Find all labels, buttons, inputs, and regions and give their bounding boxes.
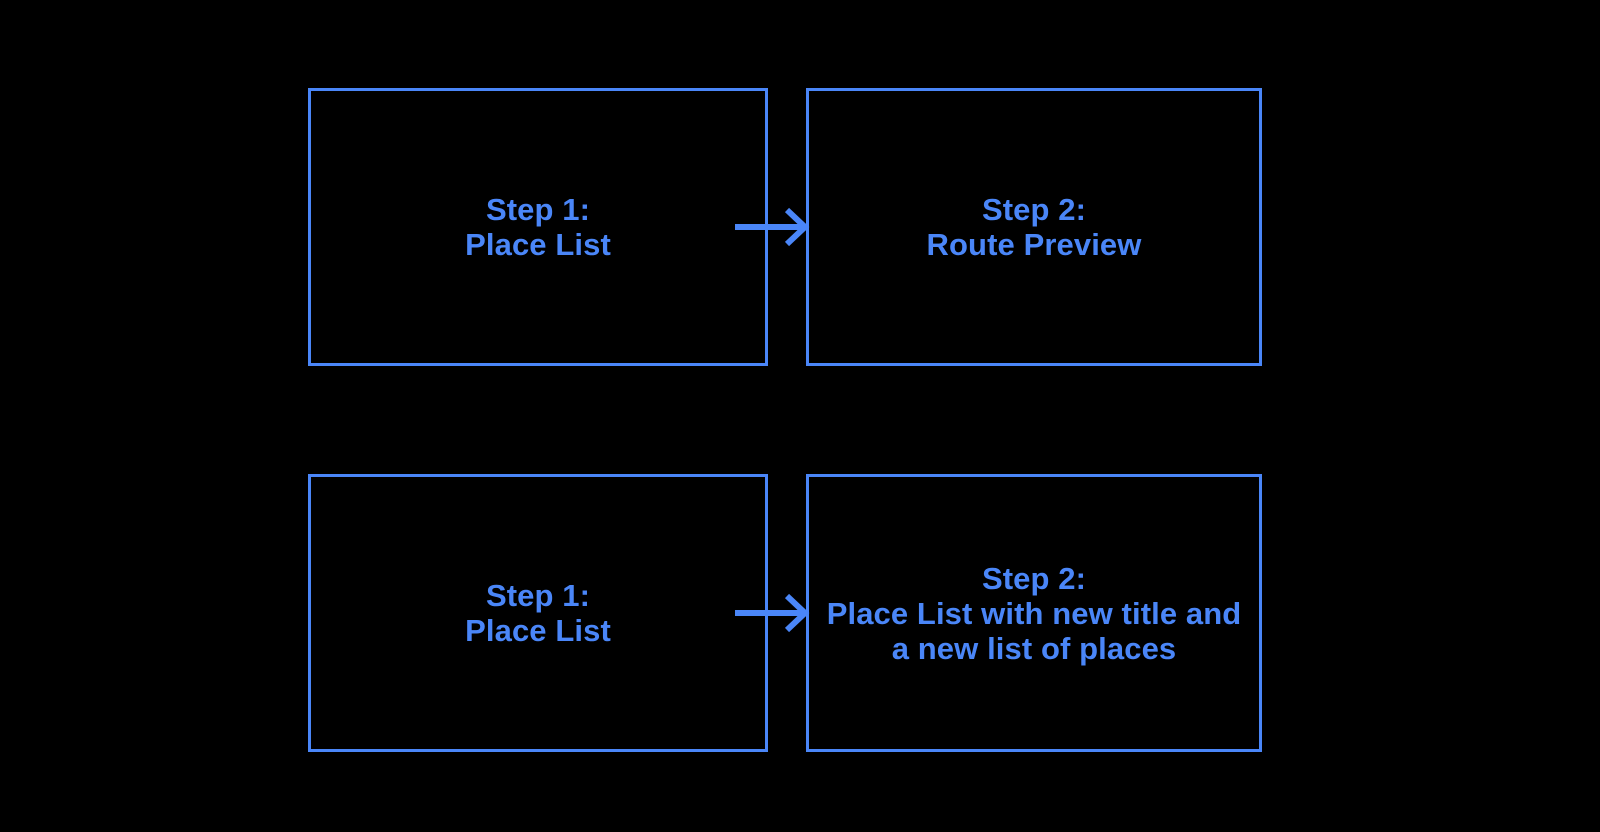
step-box-row2-step2-label: Step 2: Place List with new title and a … [826,560,1242,666]
arrow-right-icon [735,586,810,640]
step-box-row1-step2[interactable]: Step 2: Route Preview [806,88,1262,366]
flow-row-new-place-list: Step 1: Place List Step 2: Place List wi… [0,474,1600,752]
step-box-row2-step1[interactable]: Step 1: Place List [308,474,768,752]
step-box-row1-step1-label: Step 1: Place List [465,192,611,262]
arrow-right-icon [735,200,810,254]
step-box-row1-step1[interactable]: Step 1: Place List [308,88,768,366]
step-box-row1-step2-label: Step 2: Route Preview [926,192,1142,262]
flow-row-route-preview: Step 1: Place List Step 2: Route Preview [0,88,1600,366]
step-box-row2-step2[interactable]: Step 2: Place List with new title and a … [806,474,1262,752]
step-box-row2-step1-label: Step 1: Place List [465,578,611,648]
